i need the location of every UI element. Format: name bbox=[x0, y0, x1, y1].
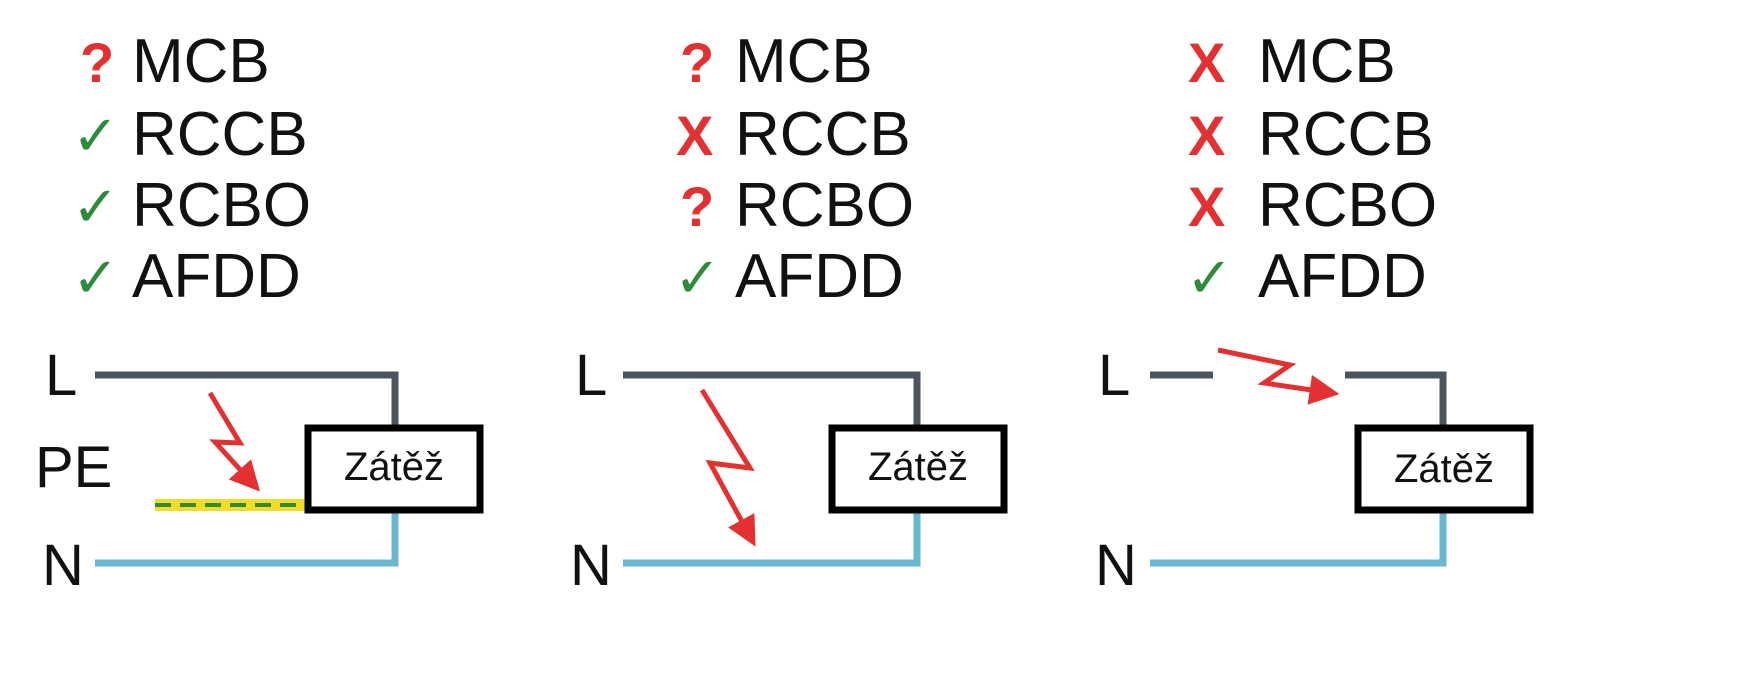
check-mark-icon: ✓ bbox=[72, 175, 119, 238]
question-icon: ? bbox=[680, 31, 714, 94]
device-row-afdd: ✓ AFDD bbox=[1186, 242, 1427, 311]
device-label: RCCB bbox=[132, 100, 308, 169]
device-row-rcbo: X RCBO bbox=[1188, 171, 1437, 240]
svg-text:?: ? bbox=[80, 31, 114, 94]
device-row-mcb: ? MCB bbox=[80, 27, 270, 96]
fault-arrow bbox=[699, 388, 756, 547]
circuit-3: L N Zátěž bbox=[1095, 343, 1534, 598]
svg-text:✓: ✓ bbox=[72, 246, 119, 309]
device-label: AFDD bbox=[1258, 242, 1427, 311]
wire-label-neutral: N bbox=[1095, 533, 1137, 598]
circuit-2: L N Zátěž bbox=[570, 343, 1008, 598]
svg-text:X: X bbox=[1188, 175, 1225, 238]
device-row-mcb: ? MCB bbox=[680, 27, 873, 96]
check-mark-icon: ✓ bbox=[1186, 246, 1233, 309]
svg-text:X: X bbox=[1188, 31, 1225, 94]
svg-text:X: X bbox=[676, 104, 713, 167]
cross-icon: X bbox=[1188, 104, 1225, 167]
device-label: AFDD bbox=[132, 242, 301, 311]
device-row-rccb: X RCCB bbox=[676, 100, 911, 169]
device-label: RCBO bbox=[735, 171, 914, 240]
scenario-3: X MCB X RCCB X RCBO ✓ AFDD L N Zátěž bbox=[1095, 27, 1534, 598]
svg-text:✓: ✓ bbox=[674, 246, 721, 309]
question-icon: ? bbox=[680, 175, 714, 238]
device-row-rcbo: ✓ RCBO bbox=[72, 171, 311, 240]
cross-icon: X bbox=[1188, 31, 1225, 94]
load-box bbox=[304, 424, 484, 514]
wire-label-line: L bbox=[45, 343, 77, 408]
wire-label-neutral: N bbox=[42, 533, 84, 598]
neutral-wire bbox=[623, 510, 921, 567]
load-label: Zátěž bbox=[868, 445, 968, 489]
device-row-afdd: ✓ AFDD bbox=[674, 242, 904, 311]
check-mark-icon: ✓ bbox=[72, 104, 119, 167]
device-label: RCBO bbox=[132, 171, 311, 240]
scenario-1: ? MCB ✓ RCCB ✓ RCBO ✓ AFDD L PE N bbox=[35, 27, 484, 598]
device-row-afdd: ✓ AFDD bbox=[72, 242, 301, 311]
load-box bbox=[1354, 424, 1534, 514]
wire-label-line: L bbox=[1098, 343, 1130, 408]
device-label: MCB bbox=[1258, 27, 1396, 96]
scenario-2: ? MCB X RCCB ? RCBO ✓ AFDD L N Zátěž bbox=[570, 27, 1008, 598]
svg-text:✓: ✓ bbox=[72, 175, 119, 238]
wire-label-pe: PE bbox=[35, 435, 112, 500]
neutral-wire bbox=[1150, 510, 1447, 567]
device-list-3: X MCB X RCCB X RCBO ✓ AFDD bbox=[1186, 27, 1437, 311]
load-box bbox=[828, 424, 1008, 514]
check-mark-icon: ✓ bbox=[674, 246, 721, 309]
device-row-rccb: ✓ RCCB bbox=[72, 100, 308, 169]
device-label: AFDD bbox=[735, 242, 904, 311]
load-label: Zátěž bbox=[1394, 447, 1494, 491]
svg-text:X: X bbox=[1188, 104, 1225, 167]
device-label: MCB bbox=[132, 27, 270, 96]
svg-text:✓: ✓ bbox=[72, 104, 119, 167]
circuit-1: L PE N Zátěž bbox=[35, 343, 484, 598]
device-label: MCB bbox=[735, 27, 873, 96]
wire-label-line: L bbox=[575, 343, 607, 408]
device-label: RCCB bbox=[735, 100, 911, 169]
line-wire bbox=[95, 371, 399, 428]
device-label: RCBO bbox=[1258, 171, 1437, 240]
load-label: Zátěž bbox=[344, 445, 444, 489]
fault-arrow bbox=[207, 391, 261, 492]
wire-label-neutral: N bbox=[570, 533, 612, 598]
line-wire-load bbox=[1345, 371, 1447, 428]
neutral-wire bbox=[95, 510, 399, 567]
cross-icon: X bbox=[1188, 175, 1225, 238]
line-wire bbox=[623, 371, 921, 428]
svg-text:?: ? bbox=[680, 175, 714, 238]
device-row-rccb: X RCCB bbox=[1188, 100, 1434, 169]
check-mark-icon: ✓ bbox=[72, 246, 119, 309]
svg-text:✓: ✓ bbox=[1186, 246, 1233, 309]
device-row-mcb: X MCB bbox=[1188, 27, 1396, 96]
device-label: RCCB bbox=[1258, 100, 1434, 169]
device-list-1: ? MCB ✓ RCCB ✓ RCBO ✓ AFDD bbox=[72, 27, 311, 311]
device-row-rcbo: ? RCBO bbox=[680, 171, 914, 240]
svg-text:?: ? bbox=[680, 31, 714, 94]
fault-arrow bbox=[1217, 347, 1340, 405]
question-icon: ? bbox=[80, 31, 114, 94]
cross-icon: X bbox=[676, 104, 713, 167]
device-list-2: ? MCB X RCCB ? RCBO ✓ AFDD bbox=[674, 27, 914, 311]
